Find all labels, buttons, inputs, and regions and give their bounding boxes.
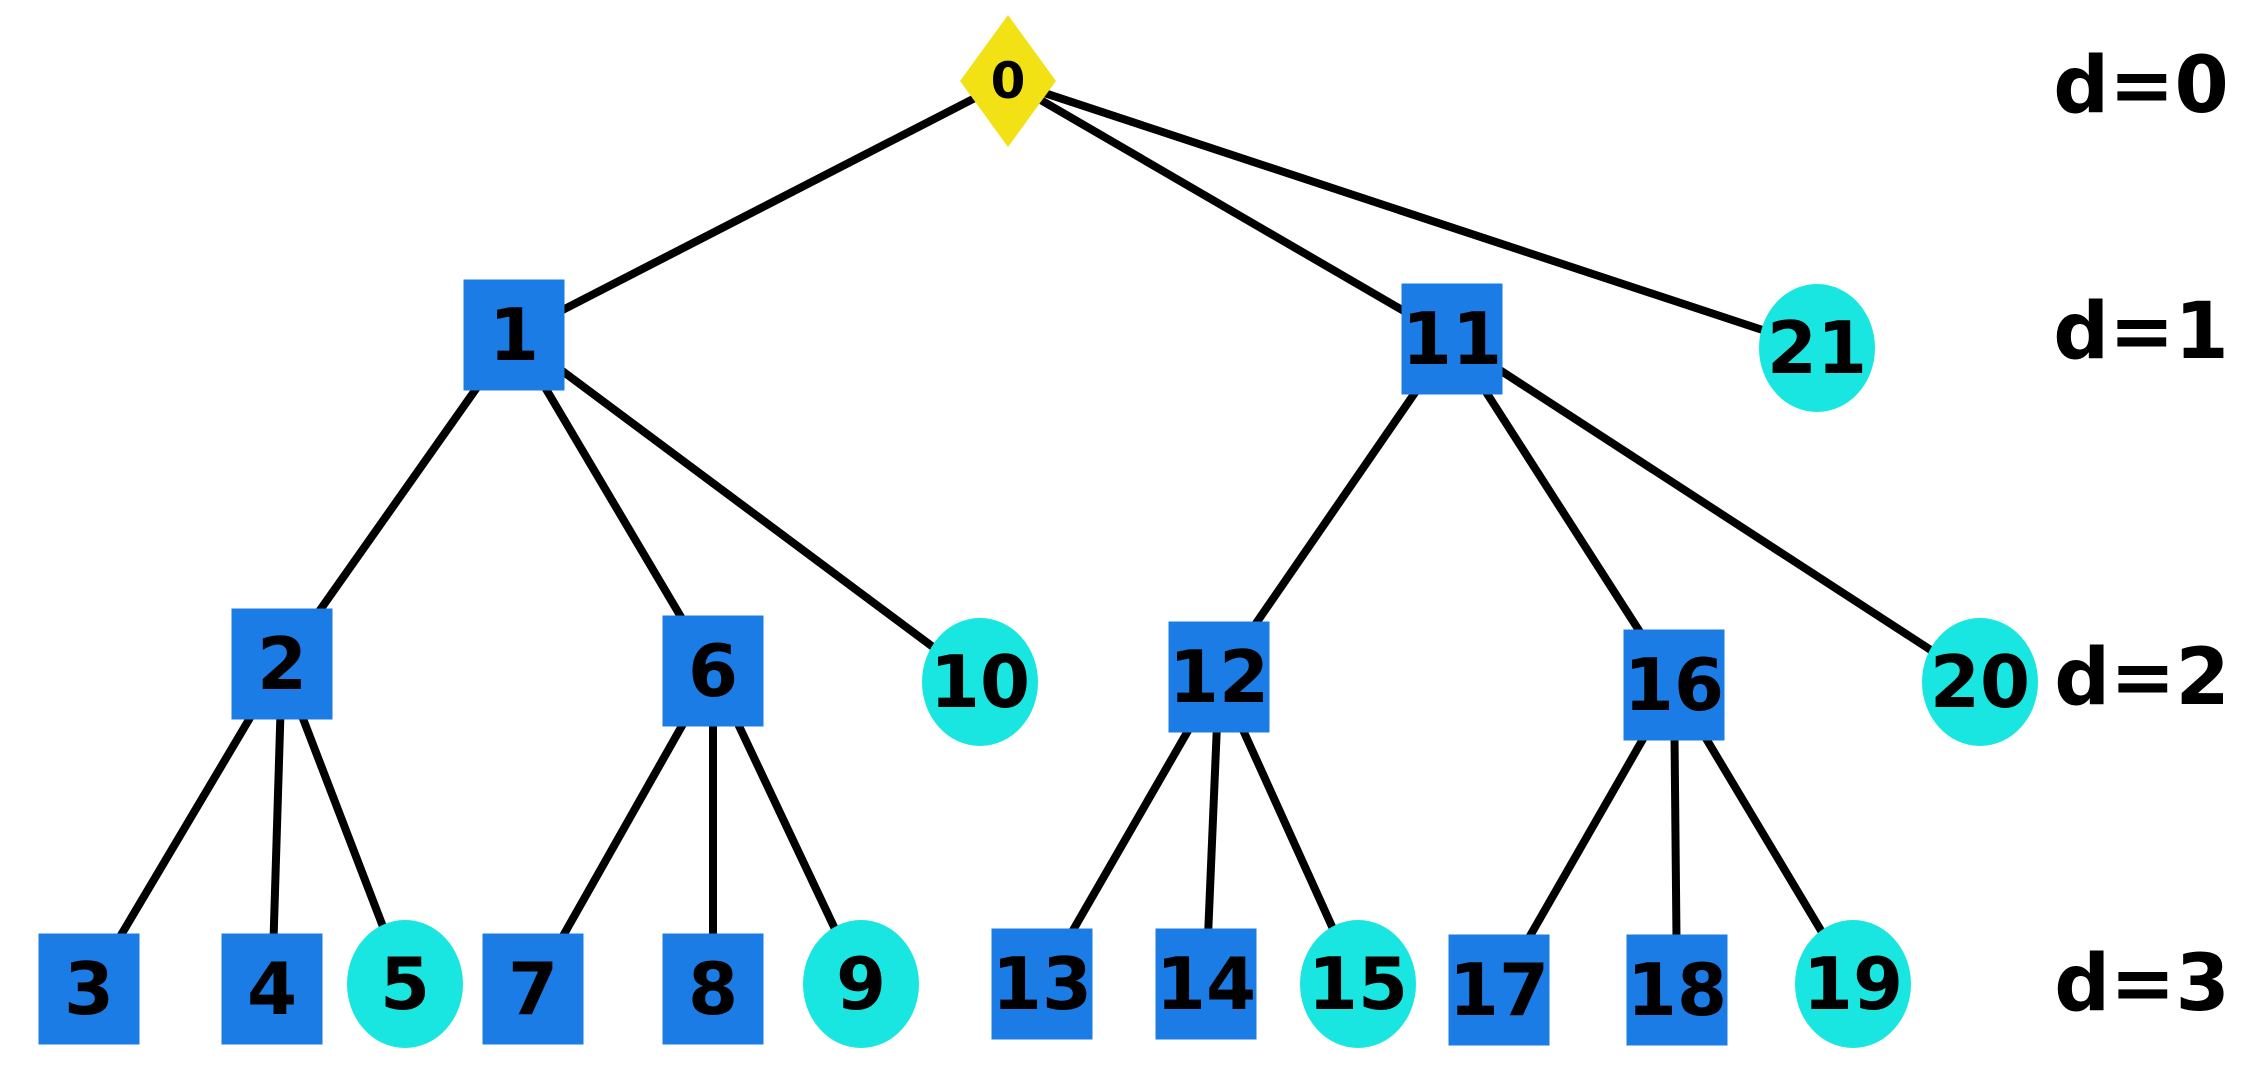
tree-node-12 — [1168, 621, 1270, 733]
tree-node-label-0: 0 — [991, 52, 1026, 110]
depth-label-2: d=2 — [2054, 633, 2229, 723]
tree-node-label-3: 3 — [64, 947, 114, 1031]
edge-11-16 — [1448, 336, 1678, 688]
tree-node-10 — [922, 618, 1038, 746]
tree-node-label-14: 14 — [1156, 942, 1256, 1026]
tree-node-label-6: 6 — [688, 629, 738, 713]
tree-node-label-16: 16 — [1624, 643, 1724, 727]
edge-0-11 — [1005, 77, 1455, 343]
tree-node-label-19: 19 — [1803, 942, 1903, 1026]
edge-11-12 — [1215, 336, 1456, 680]
tree-node-17 — [1448, 934, 1550, 1046]
depth-label-1: d=1 — [2053, 287, 2228, 377]
tree-node-13 — [991, 928, 1093, 1040]
tree-node-7 — [482, 933, 584, 1045]
tree-node-label-4: 4 — [247, 947, 297, 1031]
tree-node-9 — [803, 920, 919, 1048]
tree-node-label-9: 9 — [836, 942, 886, 1026]
tree-node-label-5: 5 — [380, 942, 430, 1026]
tree-node-19 — [1795, 920, 1911, 1048]
edge-1-6 — [510, 332, 717, 674]
edge-0-1 — [512, 77, 1010, 339]
tree-node-label-11: 11 — [1402, 297, 1502, 381]
tree-node-label-21: 21 — [1767, 306, 1867, 390]
tree-node-label-13: 13 — [992, 942, 1092, 1026]
tree-node-3 — [38, 933, 140, 1045]
tree-node-11 — [1401, 283, 1503, 395]
depth-label-0: d=0 — [2053, 41, 2228, 131]
tree-node-8 — [662, 933, 764, 1045]
tree-node-label-1: 1 — [489, 293, 539, 377]
tree-node-0 — [960, 15, 1056, 147]
tree-node-14 — [1155, 928, 1257, 1040]
tree-node-15 — [1300, 920, 1416, 1048]
tree-node-label-15: 15 — [1308, 942, 1408, 1026]
edges-layer — [85, 77, 1983, 992]
edge-1-10 — [511, 331, 983, 686]
tree-node-label-17: 17 — [1449, 948, 1549, 1032]
tree-node-label-18: 18 — [1627, 948, 1727, 1032]
tree-node-18 — [1626, 934, 1728, 1046]
tree-node-16 — [1623, 629, 1725, 741]
edge-0-21 — [1006, 77, 1819, 352]
tree-node-label-20: 20 — [1930, 640, 2030, 724]
tree-node-label-8: 8 — [688, 947, 738, 1031]
tree-node-label-10: 10 — [930, 640, 1030, 724]
tree-node-1 — [463, 279, 565, 391]
tree-node-5 — [347, 920, 463, 1048]
tree-node-20 — [1922, 618, 2038, 746]
tree-node-label-2: 2 — [257, 622, 307, 706]
tree-node-label-7: 7 — [508, 947, 558, 1031]
tree-node-label-12: 12 — [1169, 635, 1269, 719]
depth-label-3: d=3 — [2054, 939, 2229, 1029]
tree-node-6 — [662, 615, 764, 727]
depth-labels-layer: d=0 d=1 d=2 d=3 — [2053, 41, 2229, 1029]
edge-11-20 — [1449, 335, 1983, 686]
tree-node-2 — [231, 608, 333, 720]
tree-node-4 — [221, 933, 323, 1045]
tree-node-21 — [1759, 284, 1875, 412]
